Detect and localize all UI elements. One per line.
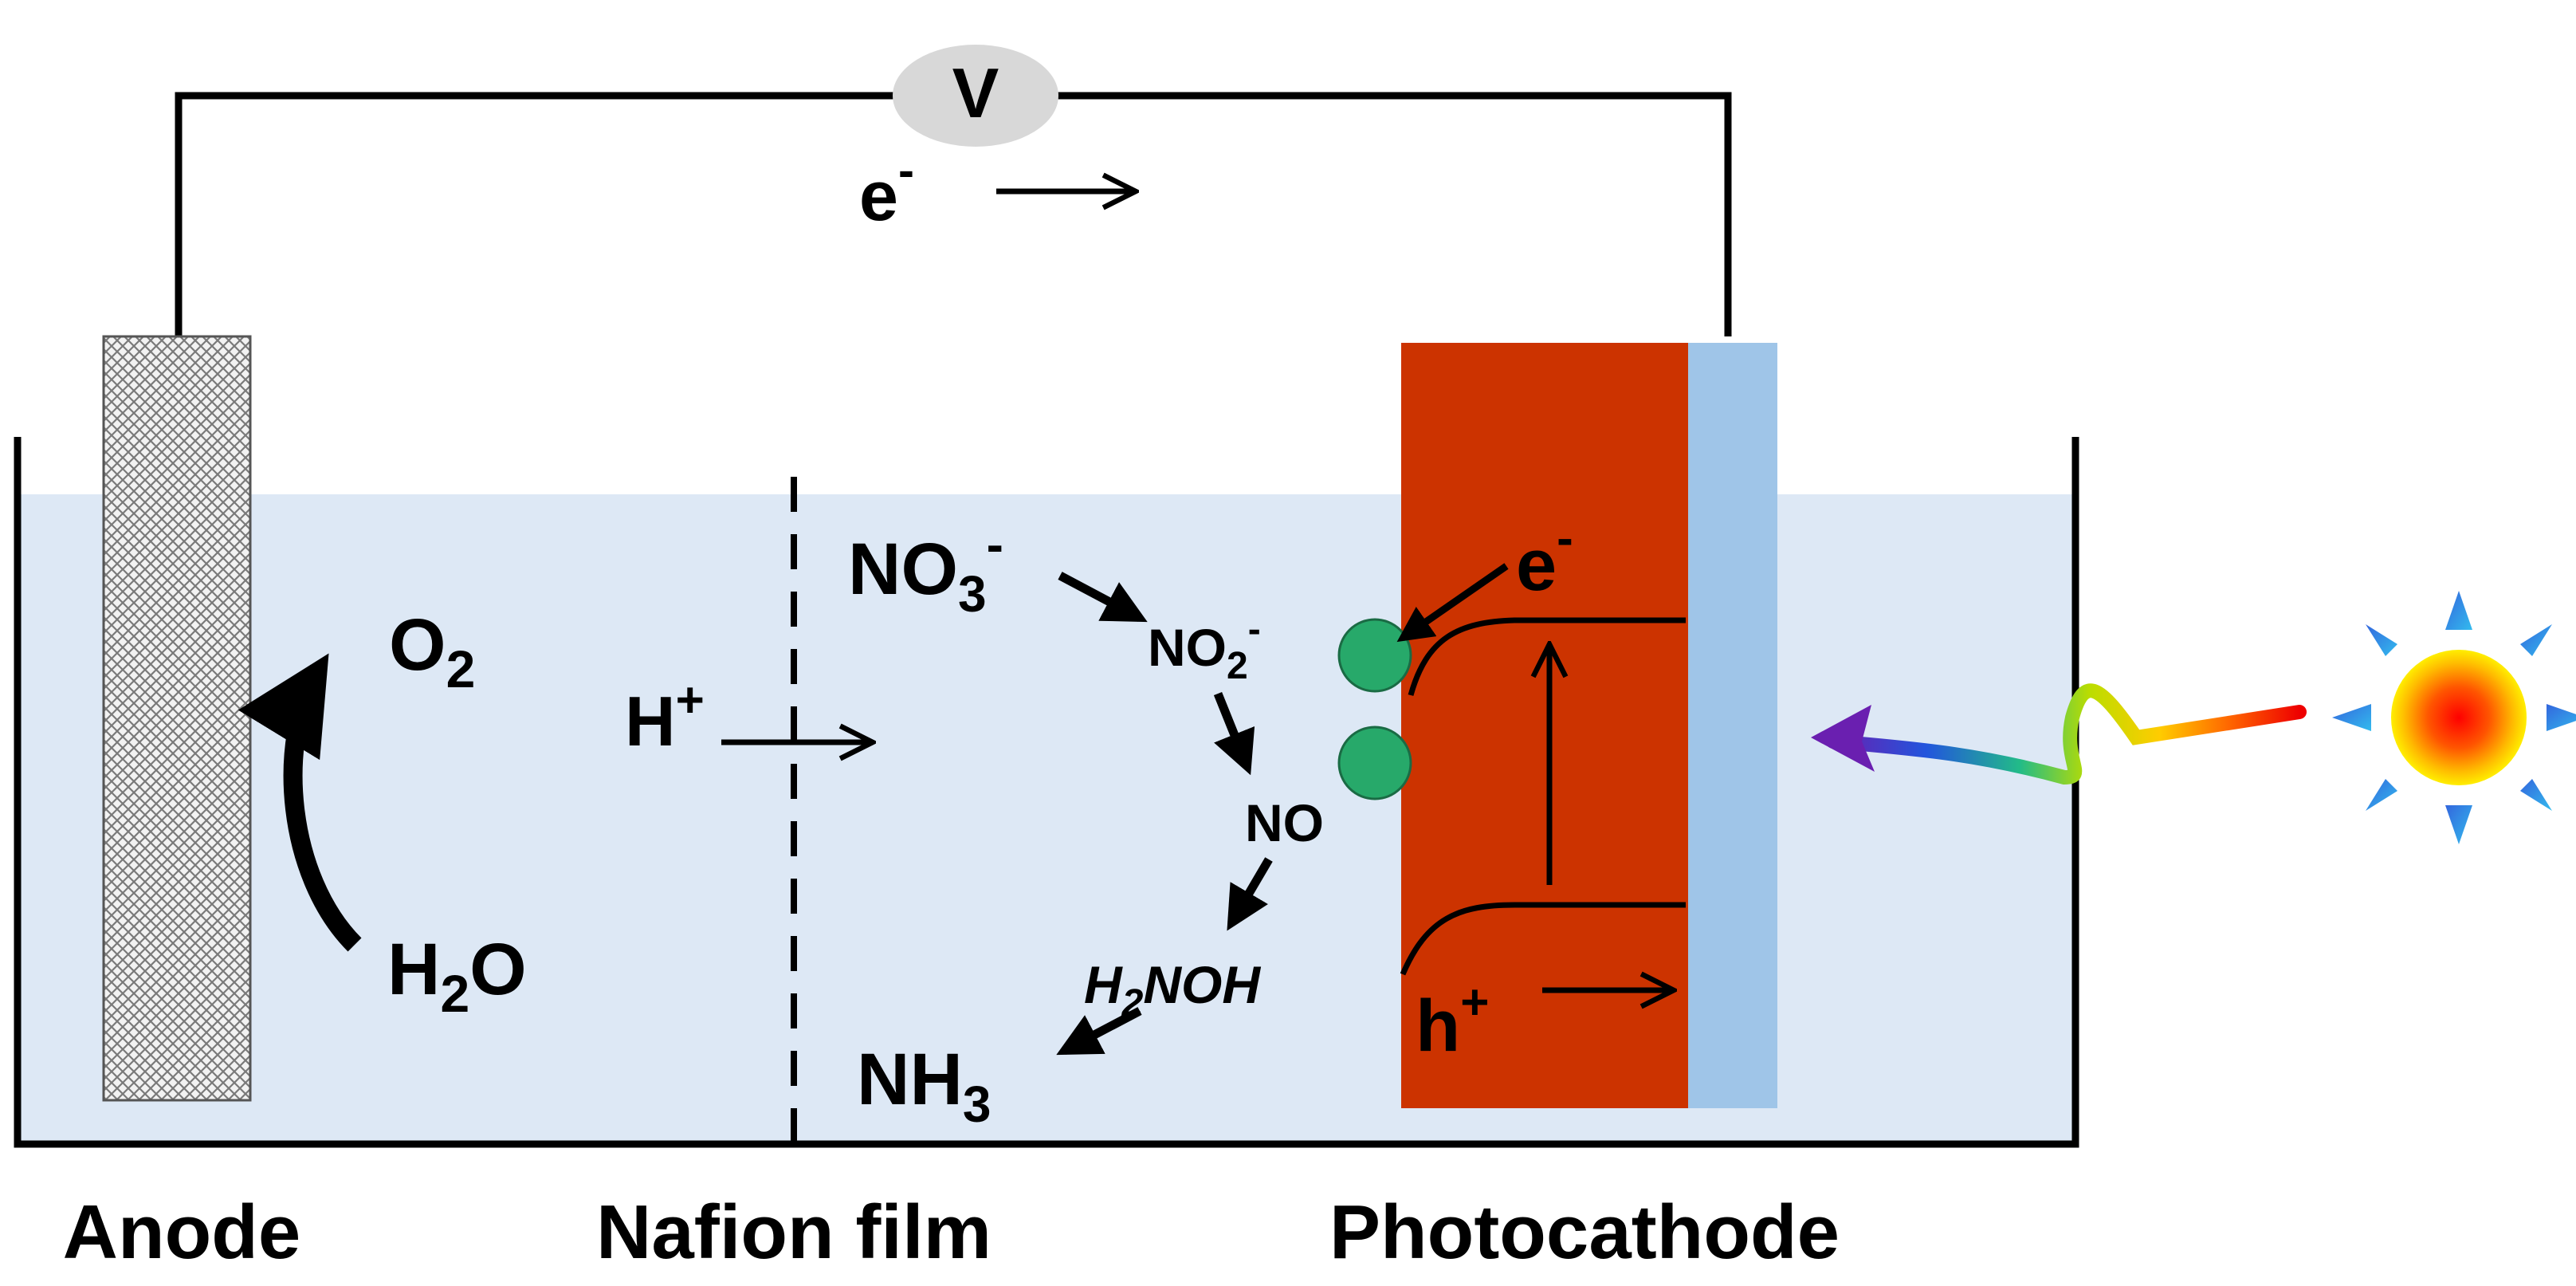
- oxygen-label: O2: [389, 604, 475, 698]
- electron-symbol: e: [859, 156, 898, 235]
- proton-label: H+: [625, 673, 705, 761]
- nitric-oxide-label: NO: [1245, 793, 1324, 852]
- nitrite-label: NO2-: [1148, 608, 1261, 687]
- anode-electrode[interactable]: [102, 335, 252, 1102]
- ammonia-label: NH3: [857, 1039, 991, 1133]
- nitrate-label: NO3-: [848, 516, 1003, 623]
- photocathode-substrate[interactable]: [1688, 343, 1777, 1108]
- sun-icon: [2332, 591, 2576, 844]
- hydroxylamine-label: H2NOH: [1084, 955, 1261, 1024]
- water-oxidation-arrow: [238, 653, 362, 952]
- valence-band-line: [1400, 902, 1686, 976]
- conduction-band-line: [1408, 617, 1686, 696]
- incident-light-arrowhead: [1811, 705, 1875, 772]
- catalyst-particle: [1337, 726, 1412, 800]
- photoelectron-label: e-: [1516, 511, 1573, 606]
- electron-charge: -: [898, 144, 914, 197]
- hydroxylamine-to-ammonia-arrow: [1056, 1007, 1142, 1056]
- no-to-hydroxylamine-arrow: [1227, 857, 1273, 931]
- nitrate-to-nitrite-arrow: [1058, 572, 1148, 623]
- anode-label: Anode: [63, 1190, 301, 1275]
- voltmeter[interactable]: [893, 45, 1058, 147]
- nitrite-to-no-arrow: [1213, 691, 1255, 776]
- catalyst-particle: [1337, 618, 1412, 693]
- electron-to-catalyst-arrow: [1396, 563, 1509, 643]
- hole-label: h+: [1416, 975, 1489, 1067]
- water-label: H2O: [387, 929, 527, 1023]
- incident-light-wave: [1826, 683, 2307, 785]
- photocathode-label: Photocathode: [1329, 1190, 1840, 1275]
- electron-flow-label: e-: [859, 144, 914, 235]
- voltmeter-label: V: [952, 53, 999, 132]
- beaker-outline: [14, 437, 2079, 1148]
- nafion-film-label: Nafion film: [596, 1190, 992, 1275]
